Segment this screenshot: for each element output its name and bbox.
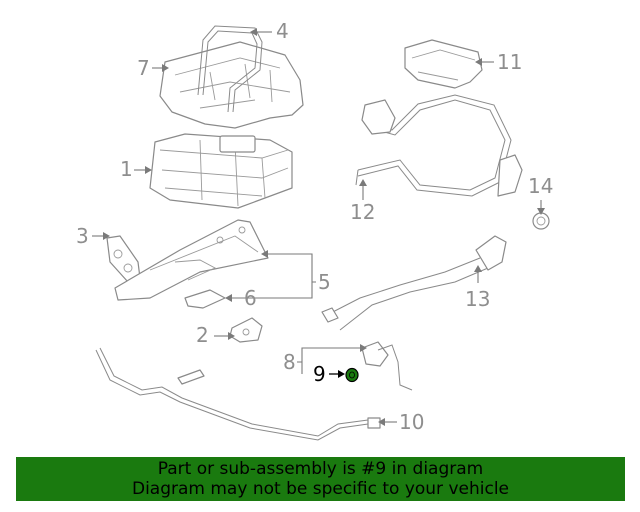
part-info-banner: Part or sub-assembly is #9 in diagram Di… [16,457,625,501]
part-9-highlighted[interactable] [345,367,359,383]
part-2-clip [229,317,263,343]
part-3-hold-down [106,235,141,283]
callout-12: 12 [350,200,375,224]
callout-6: 6 [244,286,257,310]
part-11-module [404,39,483,89]
part-7-cover [159,41,304,129]
part-4-strap [197,25,263,113]
part-13-cable [321,235,507,331]
part-1-battery [149,133,293,209]
part-14-grommet [532,212,550,230]
parts-diagram: 1 2 3 4 5 6 7 8 9 10 11 12 14 13 [76,19,553,441]
callout-4: 4 [276,19,289,43]
callout-9[interactable]: 9 [313,362,326,386]
part-10-line [95,347,381,441]
callout-5: 5 [318,270,331,294]
leader-lines [92,28,545,426]
callout-7: 7 [137,56,150,80]
callout-2: 2 [196,323,209,347]
callout-13: 13 [465,287,490,311]
banner-line-2: Diagram may not be specific to your vehi… [131,479,509,499]
callout-1: 1 [120,157,133,181]
callout-8: 8 [283,350,296,374]
callout-10: 10 [399,410,424,434]
part-8-assembly [361,341,413,391]
callout-11: 11 [497,50,522,74]
part-6-bracket [184,289,226,309]
callout-14: 14 [528,174,553,198]
banner-line-1: Part or sub-assembly is #9 in diagram [157,459,484,479]
callout-3: 3 [76,224,89,248]
part-12-harness [355,94,523,197]
